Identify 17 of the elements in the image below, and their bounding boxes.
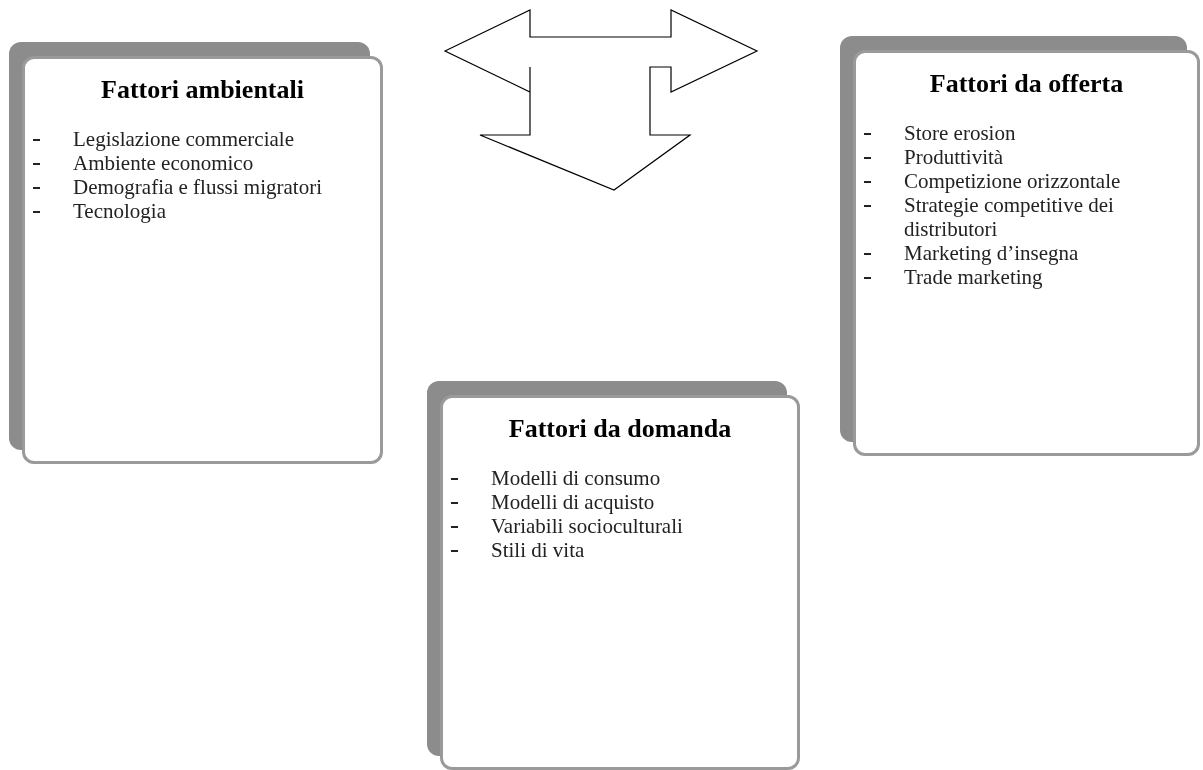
card-heading: Fattori da domanda — [507, 414, 733, 444]
list-item: Variabili socioculturali — [491, 514, 684, 538]
card-heading: Fattori ambientali — [100, 75, 305, 105]
list-item: Competizione orizzontale — [904, 169, 1122, 193]
list-item: Legislazione commerciale — [73, 127, 295, 151]
list-item: Modelli di consumo — [491, 466, 662, 490]
list-item: Tecnologia — [73, 199, 167, 223]
list-item: Demografia e flussi migratori — [73, 175, 323, 199]
list-item: Strategie competitive dei distributori — [904, 193, 1115, 241]
list-item: Produttività — [904, 145, 1005, 169]
list-item: Ambiente economico — [73, 151, 255, 175]
list-item: Stili di vita — [491, 538, 586, 562]
list-item: Store erosion — [904, 121, 1017, 145]
list-item: Trade marketing — [904, 265, 1044, 289]
list-item: Modelli di acquisto — [491, 490, 656, 514]
list-item: Marketing d’insegna — [904, 241, 1080, 265]
card-heading: Fattori da offerta — [928, 69, 1125, 99]
